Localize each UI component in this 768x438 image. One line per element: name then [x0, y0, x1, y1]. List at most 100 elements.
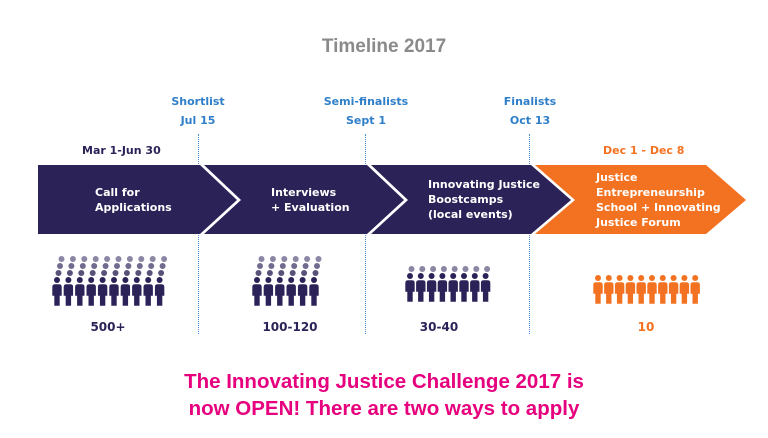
- person-body-icon: [74, 283, 86, 307]
- person-body-icon: [646, 281, 658, 305]
- person-body-icon: [458, 279, 470, 303]
- person-body-icon: [263, 283, 274, 307]
- person-body-icon: [437, 279, 448, 303]
- person-body-icon: [480, 279, 491, 303]
- person-icon: [89, 270, 96, 276]
- person-body-icon: [251, 283, 263, 307]
- person-body-icon: [63, 283, 74, 307]
- person-icon: [76, 277, 83, 283]
- person-body-icon: [668, 281, 679, 305]
- person-icon: [461, 273, 467, 279]
- person-icon: [288, 277, 295, 283]
- person-icon: [122, 277, 129, 283]
- person-body-icon: [97, 283, 108, 307]
- person-icon: [473, 266, 480, 272]
- person-icon: [312, 270, 319, 276]
- person-icon: [269, 256, 276, 262]
- person-icon: [439, 273, 446, 279]
- crowd-3: [404, 266, 491, 303]
- person-icon: [281, 256, 288, 262]
- person-icon: [133, 277, 140, 283]
- person-icon: [440, 266, 447, 272]
- stage-arrow-2: [204, 165, 404, 234]
- person-icon: [145, 277, 152, 283]
- person-icon: [148, 263, 155, 269]
- stage-arrow-1: [38, 165, 237, 234]
- person-body-icon: [689, 281, 701, 305]
- person-icon: [66, 270, 73, 276]
- person-icon: [88, 277, 95, 283]
- count-finalists: 10: [637, 320, 655, 334]
- person-icon: [114, 263, 120, 269]
- person-icon: [112, 270, 119, 276]
- person-body-icon: [447, 279, 459, 303]
- person-body-icon: [285, 283, 297, 307]
- person-body-icon: [131, 283, 143, 307]
- person-icon: [55, 270, 62, 276]
- crowd-1: [51, 256, 168, 307]
- person-icon: [451, 266, 458, 272]
- person-icon: [692, 275, 699, 281]
- person-icon: [292, 256, 299, 262]
- milestone-label: Finalists: [503, 95, 557, 108]
- person-icon: [79, 263, 86, 269]
- stage-arrow-3: [371, 165, 571, 234]
- milestone-date: Sept 1: [346, 114, 386, 127]
- count-interviews: 100-120: [262, 320, 318, 334]
- date-range-final-event: Dec 1 - Dec 8: [603, 144, 685, 157]
- person-body-icon: [404, 279, 416, 303]
- person-icon: [291, 263, 298, 269]
- person-icon: [276, 277, 283, 283]
- milestone-label: Shortlist: [171, 95, 225, 108]
- person-icon: [111, 277, 117, 283]
- stage-label-applications: Call for Applications: [95, 186, 172, 214]
- person-icon: [158, 270, 165, 276]
- count-bootcamps: 30-40: [419, 320, 459, 334]
- milestone-date: Oct 13: [509, 114, 551, 127]
- count-applications: 500+: [90, 320, 126, 334]
- person-body-icon: [120, 283, 131, 307]
- person-body-icon: [274, 283, 286, 307]
- person-body-icon: [635, 281, 647, 305]
- person-icon: [627, 275, 634, 281]
- person-icon: [91, 263, 98, 269]
- person-icon: [595, 275, 601, 281]
- person-body-icon: [415, 279, 427, 303]
- person-icon: [279, 263, 286, 269]
- person-body-icon: [142, 283, 154, 307]
- person-icon: [57, 263, 63, 269]
- person-icon: [257, 263, 263, 269]
- person-icon: [430, 266, 437, 272]
- person-body-icon: [625, 281, 636, 305]
- person-icon: [149, 256, 156, 262]
- person-icon: [605, 275, 612, 281]
- person-icon: [159, 263, 166, 269]
- person-icon: [471, 273, 478, 279]
- person-icon: [156, 277, 163, 283]
- person-icon: [268, 263, 275, 269]
- person-icon: [102, 263, 109, 269]
- person-icon: [126, 256, 133, 262]
- person-body-icon: [657, 281, 669, 305]
- person-icon: [314, 263, 320, 269]
- person-icon: [278, 270, 285, 276]
- person-icon: [419, 266, 426, 272]
- person-body-icon: [679, 281, 690, 305]
- person-icon: [115, 256, 122, 262]
- person-icon: [101, 270, 108, 276]
- person-icon: [299, 277, 306, 283]
- person-icon: [54, 277, 60, 283]
- person-icon: [255, 270, 262, 276]
- milestone-finalists: Finalists Oct 13: [475, 92, 585, 130]
- person-icon: [315, 256, 322, 262]
- person-icon: [135, 270, 142, 276]
- person-icon: [417, 273, 424, 279]
- person-icon: [92, 256, 99, 262]
- person-body-icon: [297, 283, 308, 307]
- announcement: The Innovating Justice Challenge 2017 is…: [0, 368, 768, 422]
- person-body-icon: [603, 281, 615, 305]
- person-body-icon: [85, 283, 97, 307]
- person-icon: [407, 273, 413, 279]
